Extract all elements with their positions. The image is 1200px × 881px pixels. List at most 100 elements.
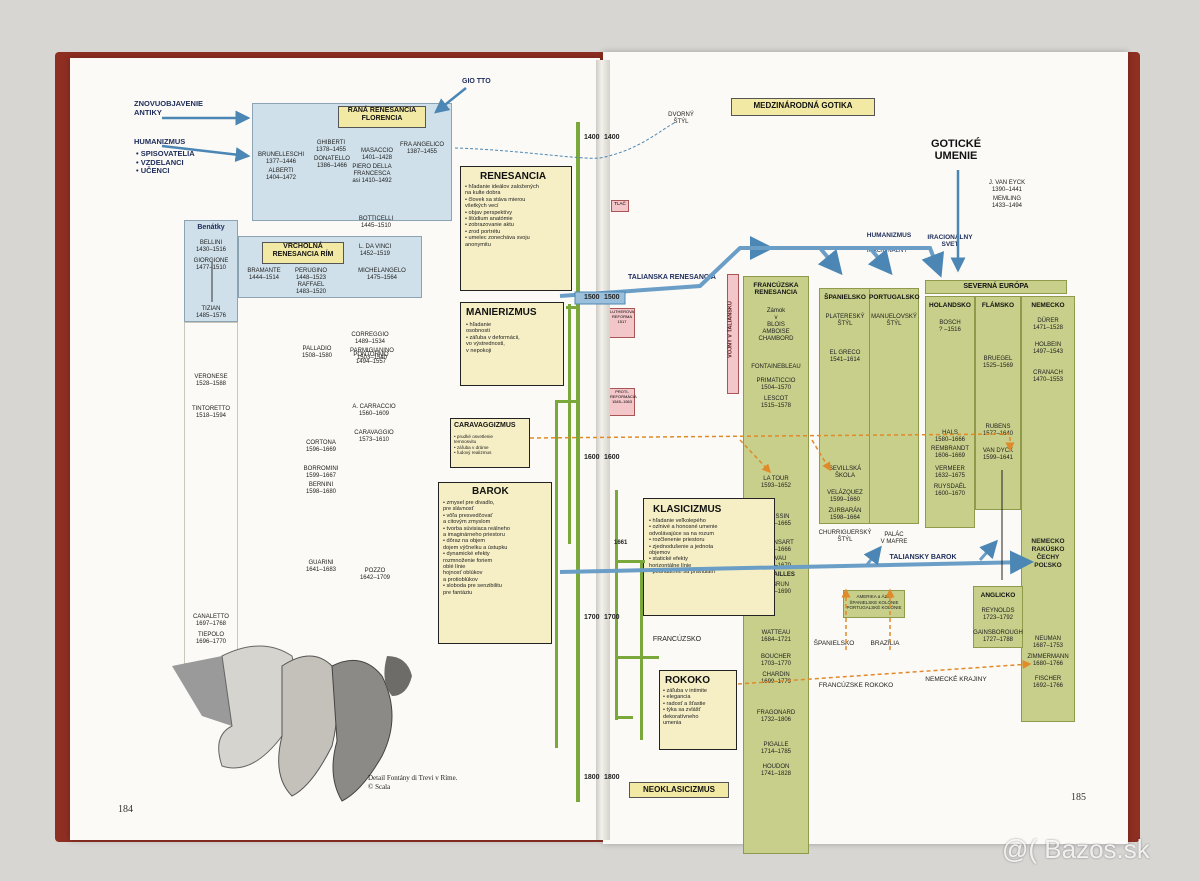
caravaggizmus-list: • prudké osvetlenie temnosvitu • záľuba … bbox=[454, 434, 493, 456]
text-manuelovsky: MANUELOVSKÝ ŠTÝL bbox=[871, 314, 917, 327]
artist-durer: DÜRER 1471–1528 bbox=[1032, 318, 1064, 331]
artist-veronese: VERONESE 1528–1588 bbox=[194, 374, 228, 387]
label-humanizmus-right: HUMANIZMUS bbox=[866, 232, 912, 239]
caravaggizmus-box bbox=[450, 418, 530, 468]
label-nemecko: NEMECKO bbox=[1031, 302, 1065, 309]
artist-cortona: CORTONA 1596–1669 bbox=[305, 440, 337, 453]
manierizmus-box bbox=[460, 302, 564, 386]
label-vrcholna: VRCHOLNÁ RENESANCIA RÍM bbox=[262, 242, 344, 264]
artist-vandyck: VAN DYCK 1599–1641 bbox=[982, 448, 1014, 461]
barok-box bbox=[438, 482, 552, 644]
artist-boucher: BOUCHER 1703–1770 bbox=[760, 654, 792, 667]
year-1800-right: 1800 bbox=[604, 774, 620, 781]
rokoko-list: • záľuba v intimite • elegancia • radosť… bbox=[663, 688, 708, 727]
year-1500-right: 1500 bbox=[604, 294, 620, 301]
artist-elgreco: EL GRECO 1541–1614 bbox=[829, 350, 861, 363]
nemecko-column bbox=[1021, 296, 1075, 722]
rokoko-title: ROKOKO bbox=[665, 675, 710, 686]
right-page: MEDZINÁRODNÁ GOTIKA DVORNÝ ŠTÝL GOTICKÉ … bbox=[603, 52, 1128, 854]
artist-michelangelo: MICHELANGELO 1475–1564 bbox=[358, 268, 406, 281]
artist-botticelli: BOTTICELLI 1445–1510 bbox=[358, 216, 394, 229]
artist-ruysdael: RUYSDAËL 1600–1670 bbox=[933, 484, 967, 497]
artist-pontormo: PONTORMO 1494–1557 bbox=[353, 352, 389, 365]
artist-hals: HALS 1580–1666 bbox=[934, 430, 966, 443]
artist-latour: LA TOUR 1593–1652 bbox=[760, 476, 792, 489]
artist-zurbaran: ZURBARÁN 1598–1664 bbox=[828, 508, 862, 521]
label-portugalsko: PORTUGALSKO bbox=[869, 294, 920, 301]
label-flamsko: FLÁMSKO bbox=[981, 302, 1015, 309]
text-nemecko-rakusko: NEMECKO RAKÚSKO ČECHY POĽSKO bbox=[1031, 538, 1065, 569]
severna-header bbox=[925, 280, 1067, 294]
vojny-band bbox=[727, 274, 739, 394]
watermark: @( Bazos.sk bbox=[1002, 834, 1150, 864]
artist-perugino: PERUGINO 1448–1523 bbox=[294, 268, 327, 281]
artist-correggio: CORREGGIO 1489–1534 bbox=[351, 332, 389, 345]
year-1600-left: 1600 bbox=[584, 454, 600, 461]
artist-neuman: NEUMAN 1687–1753 bbox=[1032, 636, 1064, 649]
label-nemecke-krajiny: NEMECKÉ KRAJINY bbox=[925, 676, 987, 683]
benatky-column bbox=[184, 322, 238, 664]
artist-watteau: WATTEAU 1684–1721 bbox=[760, 630, 792, 643]
artist-bramante: BRAMANTE 1444–1514 bbox=[247, 268, 281, 281]
artist-lescot: LESCOT 1515–1578 bbox=[760, 396, 792, 409]
year-1600-right: 1600 bbox=[604, 454, 620, 461]
label-goticke-umenie: GOTICKÉ UMENIE bbox=[930, 138, 982, 162]
artist-bernini: BERNINI 1598–1680 bbox=[305, 482, 337, 495]
artist-rubens: RUBENS 1577–1640 bbox=[982, 424, 1014, 437]
year-1700-right: 1700 bbox=[604, 614, 620, 621]
artist-giorgione: GIORGIONE 1477–1510 bbox=[193, 258, 229, 271]
portugalsko-column bbox=[869, 288, 919, 524]
label-holandsko: HOLANDSKO bbox=[929, 302, 971, 309]
label-lutherova-reforma: LUTHEROVA REFORMA 1517 bbox=[609, 308, 635, 338]
label-spanielsko: ŠPANIELSKO bbox=[824, 294, 866, 301]
flamsko-column bbox=[975, 296, 1021, 510]
renesancia-title: RENESANCIA bbox=[480, 171, 547, 182]
artist-vaneyck: J. VAN EYCK 1390–1441 bbox=[988, 180, 1026, 193]
artist-poussin: POUSSIN 1594–1665 bbox=[760, 514, 792, 527]
artist-vermeer: VERMEER 1632–1675 bbox=[934, 466, 966, 479]
label-bullets: • SPISOVATELIA • VZDELANCI • UČENCI bbox=[136, 149, 195, 175]
caravaggizmus-title: CARAVAGGIZMUS bbox=[454, 422, 516, 429]
label-talianska-renesancia: TALIANSKA RENESANCIA bbox=[628, 274, 716, 281]
year-1800-left: 1800 bbox=[584, 774, 600, 781]
label-medzinarodna-gotika: MEDZINÁRODNÁ GOTIKA bbox=[731, 98, 875, 116]
renesancia-list: • hľadanie ideálov založených na kulte d… bbox=[465, 184, 539, 248]
artist-donatello: DONATELLO 1386–1466 bbox=[314, 156, 350, 169]
artist-bruegel: BRUEGEL 1525–1569 bbox=[982, 356, 1014, 369]
artist-rembrandt: REMBRANDT 1606–1669 bbox=[930, 446, 969, 459]
year-1661: 1661 bbox=[614, 540, 628, 546]
benatky-box bbox=[184, 220, 238, 322]
left-page: ZNOVUOBJAVENIE ANTIKY HUMANIZMUS • SPISO… bbox=[70, 58, 600, 840]
label-neoklasicizmus: NEOKLASICIZMUS bbox=[629, 782, 729, 798]
manierizmus-title: MANIERIZMUS bbox=[466, 307, 537, 318]
artist-borromini: BORROMINI 1599–1667 bbox=[303, 466, 339, 479]
artist-raffael: RAFFAEL 1483–1520 bbox=[295, 282, 327, 295]
artist-memling: MEMLING 1433–1494 bbox=[991, 196, 1023, 209]
label-anglicko: ANGLICKO bbox=[980, 592, 1016, 599]
artist-fischer: FISCHER 1692–1766 bbox=[1032, 676, 1064, 689]
statue-fontana-di-trevi bbox=[172, 645, 412, 802]
artist-ghiberti: GHIBERTI 1378–1455 bbox=[315, 140, 347, 153]
amerika-box bbox=[843, 590, 905, 618]
klasicizmus-list: • hľadanie veľkolepého • ozlnivé a honos… bbox=[649, 518, 718, 576]
label-francuzsko: FRANCÚZSKO bbox=[652, 636, 702, 643]
label-taliansky-barok: TALIANSKY BAROK bbox=[889, 554, 957, 561]
text-sevillska: SEVILLSKÁ ŠKOLA bbox=[828, 466, 862, 479]
artist-velazquez: VELÁZQUEZ 1599–1660 bbox=[827, 490, 863, 503]
artist-brunelleschi: BRUNELLESCHI 1377–1446 bbox=[257, 152, 304, 165]
renesancia-box bbox=[460, 166, 572, 291]
manierizmus-list: • hľadanie osobnosti • záľuba v deformác… bbox=[466, 322, 520, 354]
artist-guarini: GUARINI 1641–1683 bbox=[305, 560, 337, 573]
artist-bosch: BOSCH ? –1516 bbox=[939, 320, 961, 333]
artist-gainsborough: GAINSBOROUGH 1727–1788 bbox=[973, 630, 1023, 643]
label-znovuobjavenie: ZNOVUOBJAVENIE ANTIKY bbox=[134, 99, 204, 117]
barok-list: • zmysel pre divadlo, pre slávnosť • vôľ… bbox=[443, 500, 510, 596]
text-versailles: VERSAILLES bbox=[757, 572, 795, 578]
artist-houdon: HOUDON 1741–1828 bbox=[760, 764, 792, 777]
statue-caption: Detail Fontány di Trevi v Ríme. © Scala bbox=[368, 774, 458, 791]
artist-bellini: BELLINI 1430–1516 bbox=[195, 240, 227, 253]
artist-canaletto: CANALETTO 1697–1768 bbox=[193, 614, 229, 627]
text-churrigersky: CHURRIGUERSKÝ ŠTÝL bbox=[818, 530, 872, 543]
klasicizmus-box bbox=[643, 498, 775, 616]
